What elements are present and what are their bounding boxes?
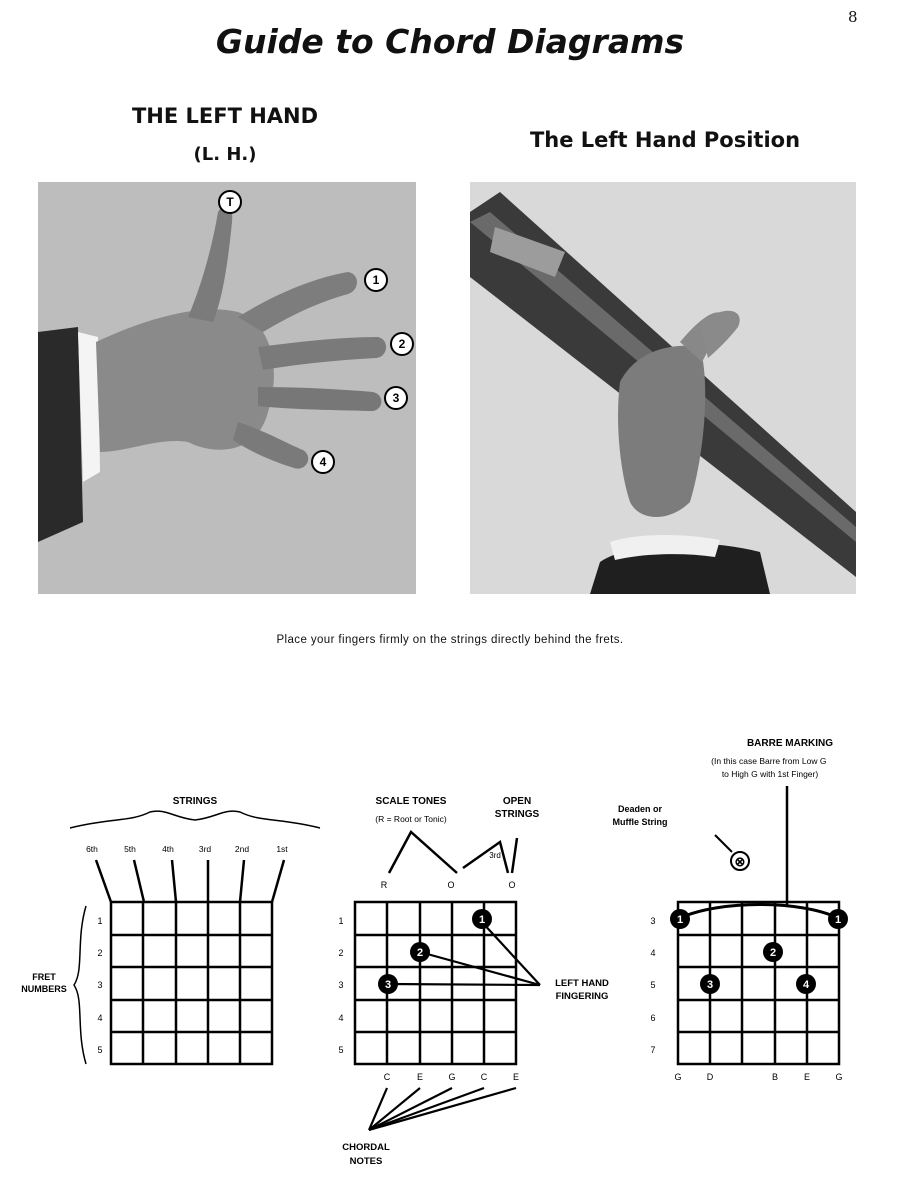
diagram-barre-chord: BARRE MARKING (In this case Barre from L…: [613, 738, 848, 1082]
chord-diagrams: STRINGS 6th 5th 4th 3rd 2nd 1st: [21, 738, 848, 1167]
svg-text:D: D: [707, 1072, 714, 1082]
svg-text:2: 2: [417, 947, 423, 959]
finger-label-4: 4: [320, 455, 327, 469]
svg-text:1: 1: [479, 914, 485, 926]
svg-text:7: 7: [650, 1045, 655, 1055]
finger-label-t: T: [226, 195, 234, 209]
diagram-strings-frets: STRINGS 6th 5th 4th 3rd 2nd 1st: [21, 796, 321, 1066]
svg-text:C: C: [384, 1072, 391, 1082]
svg-text:E: E: [417, 1072, 423, 1082]
scale-tones-note: (R = Root or Tonic): [375, 814, 447, 824]
svg-text:G: G: [448, 1072, 455, 1082]
hand-illustration: T 1 2 3 4: [38, 182, 416, 594]
svg-text:5: 5: [650, 980, 655, 990]
svg-text:E: E: [804, 1072, 810, 1082]
top-mark-open: O: [447, 880, 454, 890]
svg-text:4: 4: [338, 1013, 343, 1023]
finger-number-markers: [218, 190, 414, 474]
svg-text:1: 1: [835, 914, 841, 926]
barre-label: BARRE MARKING: [747, 738, 833, 749]
string-name-4: 4th: [162, 844, 174, 854]
finger-dots: 1 2 3: [378, 909, 492, 994]
svg-text:B: B: [772, 1072, 778, 1082]
string-name-1: 1st: [276, 844, 288, 854]
top-mark-open: O: [508, 880, 515, 890]
finger-label-1: 1: [373, 273, 380, 287]
svg-text:G: G: [835, 1072, 842, 1082]
svg-text:6: 6: [650, 1013, 655, 1023]
svg-text:1: 1: [338, 916, 343, 926]
svg-text:3: 3: [385, 979, 391, 991]
top-mark-root: R: [381, 880, 388, 890]
caption: Place your fingers firmly on the strings…: [276, 634, 624, 646]
fret-number: 4: [97, 1013, 102, 1023]
svg-text:3: 3: [338, 980, 343, 990]
third-mark: 3rd: [489, 851, 501, 860]
left-hand-title: THE LEFT HAND: [131, 104, 319, 128]
string-name-6: 6th: [86, 844, 98, 854]
svg-text:4: 4: [803, 979, 810, 991]
fret-number: 3: [97, 980, 102, 990]
svg-text:C: C: [481, 1072, 488, 1082]
finger-label-3: 3: [393, 391, 400, 405]
svg-text:E: E: [513, 1072, 519, 1082]
page-title: Guide to Chord Diagrams: [215, 22, 685, 61]
scale-tones-label: SCALE TONES: [376, 796, 447, 807]
string-name-5: 5th: [124, 844, 136, 854]
svg-text:(In this case Barre from Low G: (In this case Barre from Low G to High G…: [711, 756, 829, 779]
left-hand-subtitle: (L. H.): [193, 144, 257, 165]
fret-number: 1: [97, 916, 102, 926]
fret-number: 2: [97, 948, 102, 958]
barre-finger-dots: 1 1 2 3 4: [670, 909, 848, 994]
svg-text:3: 3: [707, 979, 713, 991]
page-number: 8: [848, 8, 858, 26]
svg-text:2: 2: [770, 947, 776, 959]
string-name-2: 2nd: [235, 844, 249, 854]
deaden-mark: ⊗: [735, 854, 746, 869]
guitar-neck-illustration: [470, 182, 856, 594]
fret-number: 5: [97, 1045, 102, 1055]
string-name-3: 3rd: [199, 844, 212, 854]
svg-text:3: 3: [650, 916, 655, 926]
svg-text:1: 1: [677, 914, 683, 926]
finger-label-2: 2: [399, 337, 406, 351]
svg-text:5: 5: [338, 1045, 343, 1055]
svg-text:2: 2: [338, 948, 343, 958]
svg-text:4: 4: [650, 948, 655, 958]
hand-position-title: The Left Hand Position: [529, 128, 801, 152]
left-hand-photo: T 1 2 3 4: [38, 182, 416, 594]
hand-position-photo: [470, 182, 856, 594]
svg-text:G: G: [674, 1072, 681, 1082]
strings-label: STRINGS: [173, 796, 218, 807]
